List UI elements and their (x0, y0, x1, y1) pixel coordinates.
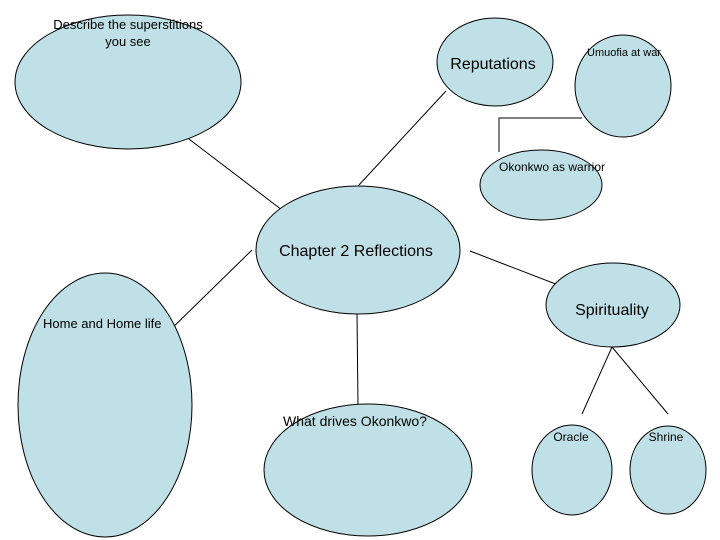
node-oracle (531, 424, 613, 516)
edge-okonkwo-umuofia (498, 117, 582, 152)
node-shrine (629, 425, 707, 515)
node-umuofia-at-war (574, 34, 672, 138)
home-and-home-life-label: Home and Home life (43, 316, 162, 331)
edge-center-spirituality (469, 250, 567, 289)
edge-center-drives (356, 312, 359, 408)
node-chapter-2-reflections (255, 185, 461, 315)
node-superstitions (14, 14, 242, 150)
node-what-drives-okonkwo (263, 403, 473, 537)
node-reputations (436, 17, 554, 107)
spirituality-label: Spirituality (575, 302, 649, 319)
umuofia-at-war-label: Umuofia at war (587, 47, 661, 59)
shrine-label: Shrine (649, 430, 684, 444)
edge-center-superstitions (184, 135, 283, 211)
node-home-and-home-life (17, 272, 193, 538)
reputations-label: Reputations (450, 56, 535, 73)
edge-center-reputations (357, 90, 447, 187)
okonkwo-as-warrior-label: Okonkwo as warrior (499, 160, 605, 174)
edge-center-home (161, 249, 253, 339)
oracle-label: Oracle (553, 430, 589, 444)
edge-spirituality-oracle (581, 346, 613, 415)
what-drives-okonkwo-label: What drives Okonkwo? (283, 413, 427, 429)
superstitions-label-line-1: Describe the superstitions (53, 17, 203, 32)
node-spirituality (545, 262, 681, 348)
node-okonkwo-as-warrior (479, 149, 603, 221)
edge-spirituality-shrine (611, 346, 669, 415)
superstitions-label-line-2: you see (105, 34, 151, 49)
chapter-2-reflections-label: Chapter 2 Reflections (279, 243, 433, 260)
